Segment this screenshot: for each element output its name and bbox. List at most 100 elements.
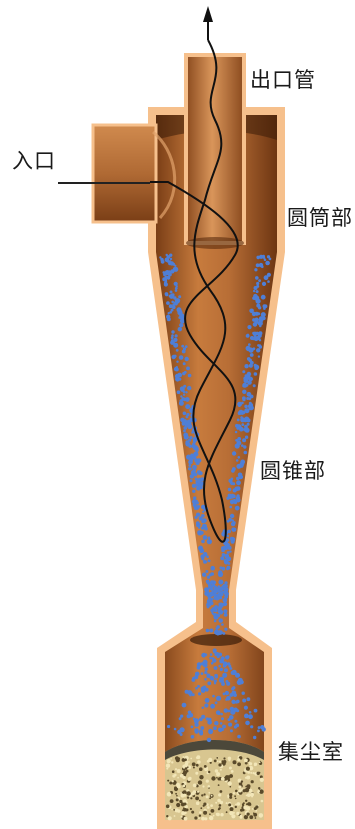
dust-particle (218, 665, 221, 668)
dust-particle (254, 709, 258, 713)
cone-section-label: 圆锥部 (260, 455, 326, 485)
dust-particle (254, 286, 258, 290)
dust-particle (195, 672, 200, 677)
dust-grain (223, 757, 225, 759)
dust-particle (197, 685, 200, 688)
dust-grain (196, 801, 200, 805)
dust-particle (192, 455, 197, 460)
dust-grain (185, 767, 188, 770)
dust-particle (248, 343, 251, 346)
dust-grain (175, 768, 177, 770)
dust-particle (159, 256, 161, 258)
dust-particle (247, 418, 251, 422)
dust-particle (209, 592, 214, 597)
dust-grain (184, 803, 187, 806)
dust-particle (249, 309, 254, 314)
dust-particle (208, 559, 211, 562)
dust-particle (258, 726, 261, 729)
dust-particle (231, 671, 235, 675)
dust-grain (246, 776, 250, 780)
dust-grain (208, 792, 210, 794)
dust-grain (216, 777, 218, 779)
dust-particle (258, 344, 261, 347)
dust-particle (242, 699, 246, 703)
dust-particle (203, 663, 208, 668)
dust-particle (267, 280, 270, 283)
dust-particle (230, 537, 235, 542)
dust-grain (242, 803, 244, 805)
dust-particle (203, 535, 208, 540)
dust-grain (187, 796, 189, 798)
dust-particle (174, 282, 178, 286)
dust-particle (198, 472, 201, 475)
dust-grain (213, 815, 215, 817)
dust-grain (258, 787, 260, 789)
dust-particle (199, 730, 203, 734)
dust-grain (167, 780, 169, 782)
dust-particle (206, 602, 211, 607)
dust-particle (234, 725, 237, 728)
dust-grain (243, 806, 247, 810)
dust-particle (202, 653, 206, 657)
dust-grain (221, 777, 225, 781)
dust-particle (235, 506, 240, 511)
dust-particle (207, 738, 211, 742)
dust-chamber-mouth (190, 634, 242, 646)
dust-particle (229, 693, 233, 697)
dust-particle (250, 353, 254, 357)
dust-grain (235, 790, 238, 793)
dust-particle (249, 711, 252, 714)
dust-grain (208, 785, 211, 788)
dust-particle (214, 666, 218, 670)
dust-grain (252, 808, 254, 810)
dust-grain (230, 807, 234, 811)
dust-particle (210, 588, 213, 591)
dust-grain (199, 775, 203, 779)
dust-grain (226, 811, 228, 813)
dust-particle (253, 332, 258, 337)
dust-particle (193, 496, 196, 499)
dust-particle (217, 712, 220, 715)
dust-particle (220, 668, 223, 671)
dust-particle (245, 721, 250, 726)
dust-particle (176, 361, 178, 363)
dust-particle (221, 567, 225, 571)
dust-grain (218, 763, 221, 766)
dust-particle (238, 404, 241, 407)
dust-particle (201, 527, 204, 530)
dust-particle (214, 679, 217, 682)
dust-particle (249, 364, 253, 368)
dust-grain (177, 769, 181, 773)
dust-particle (239, 427, 244, 432)
dust-grain (190, 758, 192, 760)
dust-grain (216, 757, 218, 759)
dust-particle (259, 325, 261, 327)
dust-grain (204, 793, 206, 795)
dust-grain (177, 785, 181, 789)
dust-particle (205, 698, 210, 703)
dust-particle (258, 355, 260, 357)
dust-particle (221, 656, 225, 660)
dust-particle (209, 657, 212, 660)
dust-grain (193, 784, 197, 788)
dust-grain (244, 759, 248, 763)
dust-grain (202, 785, 204, 787)
dust-grain (258, 790, 260, 792)
dust-particle (180, 395, 182, 397)
dust-particle (192, 490, 195, 493)
dust-particle (214, 609, 218, 613)
dust-grain (180, 792, 182, 794)
dust-particle (167, 260, 170, 263)
dust-particle (199, 718, 203, 722)
dust-particle (244, 714, 249, 719)
dust-particle (237, 735, 241, 739)
dust-particle (179, 717, 182, 720)
dust-grain (181, 816, 183, 818)
dust-particle (262, 727, 266, 731)
dust-particle (177, 390, 181, 394)
dust-particle (228, 488, 231, 491)
dust-grain (226, 802, 228, 804)
dust-particle (182, 422, 186, 426)
dust-particle (208, 597, 210, 599)
dust-grain (176, 758, 180, 762)
